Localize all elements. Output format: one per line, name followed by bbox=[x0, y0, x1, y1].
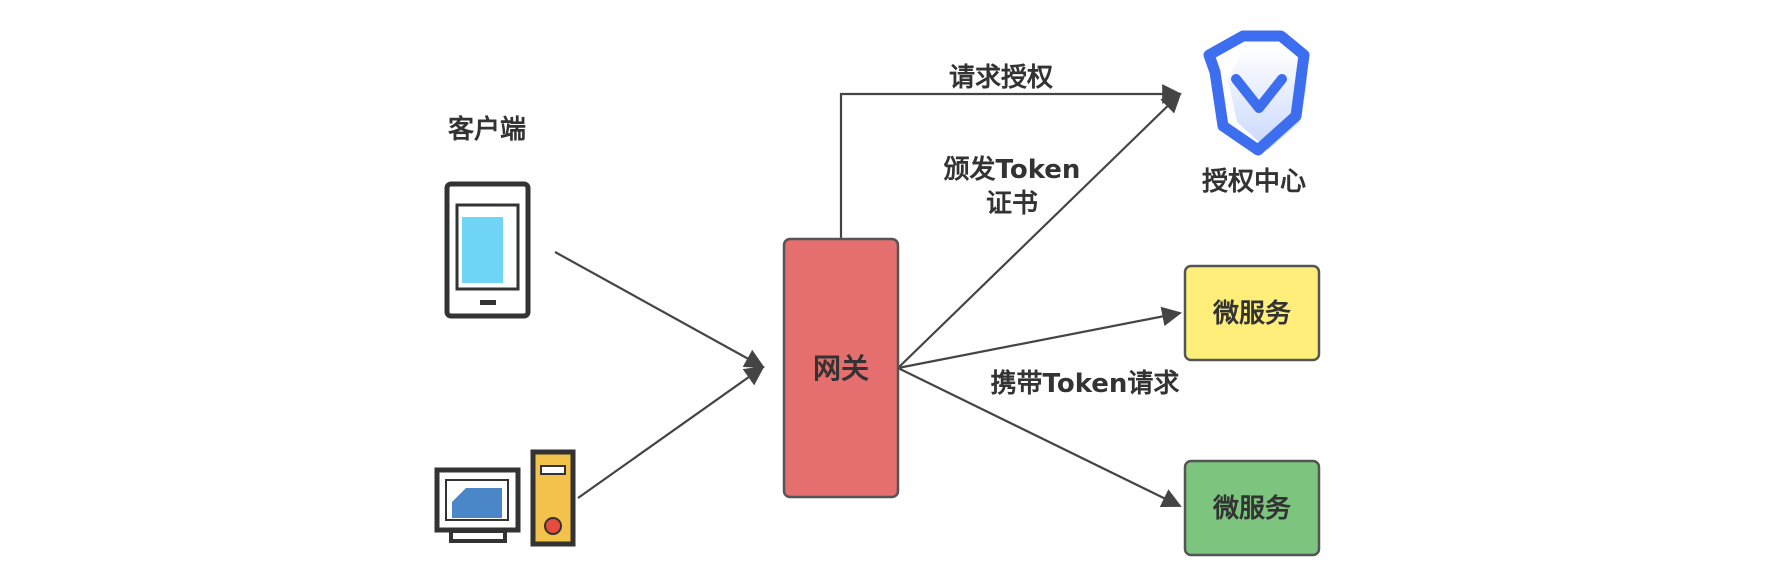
desktop-computer-icon bbox=[434, 449, 576, 547]
mobile-phone-icon bbox=[444, 181, 531, 319]
edge-gateway-request-auth bbox=[839, 84, 1182, 238]
label-auth-center: 授权中心 bbox=[1202, 167, 1306, 197]
gateway-box bbox=[782, 237, 900, 499]
service-bottom-label: 微服务 bbox=[1212, 493, 1291, 524]
service-bottom-box bbox=[1183, 459, 1321, 557]
edge-mobile-to-gateway bbox=[554, 251, 765, 368]
edge-desktop-to-gateway bbox=[577, 365, 765, 499]
label-issue-token-line1: 颁发Token bbox=[944, 154, 1081, 185]
service-top-label: 微服务 bbox=[1212, 298, 1291, 329]
edge-auth-issue-token bbox=[897, 92, 1182, 369]
gateway-label: 网关 bbox=[813, 352, 869, 385]
label-request-auth: 请求授权 bbox=[949, 63, 1053, 93]
edge-gateway-to-service-bottom bbox=[897, 367, 1182, 508]
label-client: 客户端 bbox=[448, 114, 526, 145]
edge-gateway-to-service-top bbox=[897, 306, 1182, 370]
label-carry-token-request: 携带Token请求 bbox=[991, 368, 1180, 399]
service-top-box bbox=[1183, 264, 1321, 362]
label-issue-token-line2: 证书 bbox=[986, 189, 1038, 219]
shield-check-icon bbox=[1203, 30, 1310, 156]
